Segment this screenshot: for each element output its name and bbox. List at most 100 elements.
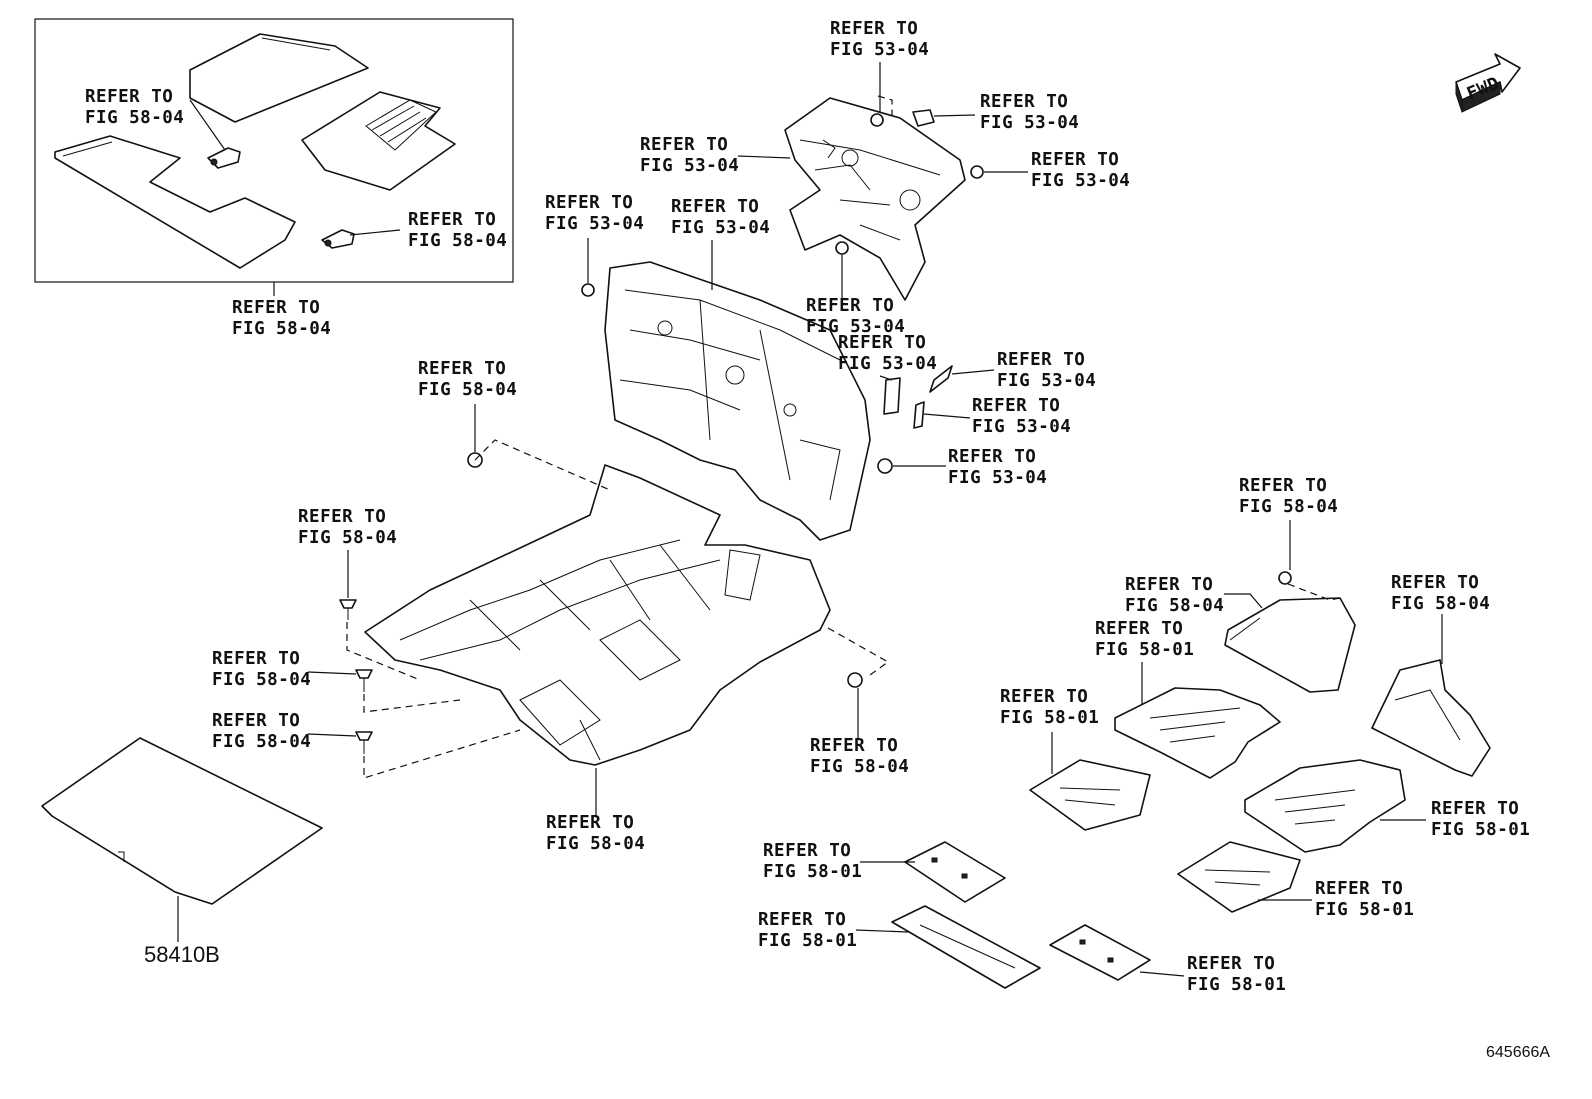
callout-line2: FIG 58-04 [408,231,507,251]
callout-line2: FIG 58-04 [810,757,909,777]
callout-line1: REFER TO [1000,687,1088,707]
callout-58-04-mat-clip-upper: REFER TO FIG 58-04 [85,87,184,128]
callout-line2: FIG 53-04 [640,156,739,176]
callout-line2: FIG 58-04 [85,108,184,128]
callout-line1: REFER TO [1125,575,1213,595]
callout-line2: FIG 53-04 [997,371,1096,391]
leader-lines [177,62,1443,977]
callout-line1: REFER TO [545,193,633,213]
callout-58-04-mat-clip-lower: REFER TO FIG 58-04 [408,210,507,251]
callout-line2: FIG 58-04 [1391,594,1490,614]
callout-line1: REFER TO [972,396,1060,416]
floor-mat-set-box [34,18,514,283]
callout-line2: FIG 58-01 [1315,900,1414,920]
callout-58-01-f: REFER TO FIG 58-01 [763,841,862,882]
callout-53-04-top: REFER TO FIG 53-04 [830,19,929,60]
callout-line1: REFER TO [830,19,918,39]
callout-58-01-d: REFER TO FIG 58-01 [1315,879,1414,920]
callout-line1: REFER TO [212,649,300,669]
callout-line1: REFER TO [85,87,173,107]
callout-line2: FIG 53-04 [671,218,770,238]
callout-line2: FIG 58-04 [298,528,397,548]
callout-line1: REFER TO [408,210,496,230]
callout-58-01-g: REFER TO FIG 58-01 [758,910,857,951]
callout-53-04-mid-grommet: REFER TO FIG 53-04 [806,296,905,337]
callout-53-04-pad-small: REFER TO FIG 53-04 [972,396,1071,437]
floor-carpet [364,464,831,766]
callout-58-04-carpet: REFER TO FIG 58-04 [546,813,645,854]
callout-line1: REFER TO [546,813,634,833]
callout-line2: FIG 58-01 [758,931,857,951]
callout-line2: FIG 58-04 [232,319,331,339]
callout-line2: FIG 58-01 [1431,820,1530,840]
callout-line2: FIG 58-01 [763,862,862,882]
fwd-arrow-icon: FWD [1455,53,1521,113]
assembly-dashed-lines [346,95,1341,779]
callout-line2: FIG 53-04 [972,417,1071,437]
callout-58-04-clip-a: REFER TO FIG 58-04 [298,507,397,548]
callout-line2: FIG 53-04 [806,317,905,337]
callout-line2: FIG 58-04 [212,670,311,690]
callout-line2: FIG 58-01 [1000,708,1099,728]
callout-line2: FIG 58-01 [1095,640,1194,660]
callout-58-04-carpet-grommet: REFER TO FIG 58-04 [418,359,517,400]
callout-line1: REFER TO [212,711,300,731]
callout-53-04-upper-silencer: REFER TO FIG 53-04 [640,135,739,176]
callout-58-04-mat-set: REFER TO FIG 58-04 [232,298,331,339]
callout-line2: FIG 58-04 [1239,497,1338,517]
callout-58-04-pad-side: REFER TO FIG 58-04 [1391,573,1490,614]
callout-line1: REFER TO [980,92,1068,112]
callout-line1: REFER TO [1391,573,1479,593]
callout-line1: REFER TO [763,841,851,861]
callout-58-04-carpet-grommet-right: REFER TO FIG 58-04 [810,736,909,777]
callout-line2: FIG 58-04 [546,834,645,854]
illustration-number: 645666A [1486,1044,1550,1061]
callout-58-04-clip-b: REFER TO FIG 58-04 [212,649,311,690]
callout-line2: FIG 53-04 [830,40,929,60]
callout-53-04-grommet-right: REFER TO FIG 53-04 [1031,150,1130,191]
callout-line1: REFER TO [1095,619,1183,639]
callout-58-01-e: REFER TO FIG 58-01 [1187,954,1286,995]
callout-line1: REFER TO [838,333,926,353]
callout-line1: REFER TO [1031,150,1119,170]
callout-line2: FIG 53-04 [838,354,937,374]
callout-53-04-left-grommet: REFER TO FIG 53-04 [545,193,644,234]
callout-line1: REFER TO [640,135,728,155]
callout-53-04-pad-left: REFER TO FIG 53-04 [838,333,937,374]
callout-line1: REFER TO [806,296,894,316]
callout-line2: FIG 58-01 [1187,975,1286,995]
callout-line1: REFER TO [997,350,1085,370]
callout-58-01-c: REFER TO FIG 58-01 [1431,799,1530,840]
callout-labels: REFER TO FIG 53-04 REFER TO FIG 53-04 RE… [85,19,1530,995]
callout-53-04-lower-silencer: REFER TO FIG 53-04 [671,197,770,238]
callout-line2: FIG 53-04 [948,468,1047,488]
dash-silencer-upper [784,97,966,301]
callout-line1: REFER TO [758,910,846,930]
callout-53-04-lower-grommet: REFER TO FIG 53-04 [948,447,1047,488]
callout-line1: REFER TO [232,298,320,318]
callout-58-04-pad-large: REFER TO FIG 58-04 [1125,575,1224,616]
callout-line1: REFER TO [1187,954,1275,974]
callout-58-04-clip-c: REFER TO FIG 58-04 [212,711,311,752]
callout-58-01-b: REFER TO FIG 58-01 [1000,687,1099,728]
mat-clip-lower [321,229,355,249]
callout-line2: FIG 53-04 [545,214,644,234]
callout-line1: REFER TO [1315,879,1403,899]
callout-line1: REFER TO [948,447,1036,467]
callout-line1: REFER TO [671,197,759,217]
callout-58-01-a: REFER TO FIG 58-01 [1095,619,1194,660]
callout-line1: REFER TO [298,507,386,527]
callout-53-04-pad-right: REFER TO FIG 53-04 [997,350,1096,391]
callout-line2: FIG 53-04 [1031,171,1130,191]
luggage-mat [41,737,323,905]
callout-line2: FIG 53-04 [980,113,1079,133]
callout-line2: FIG 58-04 [418,380,517,400]
silencer-pads [891,597,1491,989]
callout-line2: FIG 58-04 [212,732,311,752]
callout-53-04-clip: REFER TO FIG 53-04 [980,92,1079,133]
callout-line1: REFER TO [810,736,898,756]
callout-line1: REFER TO [418,359,506,379]
dash-silencer-lower [604,261,871,541]
fasteners [339,109,1292,754]
